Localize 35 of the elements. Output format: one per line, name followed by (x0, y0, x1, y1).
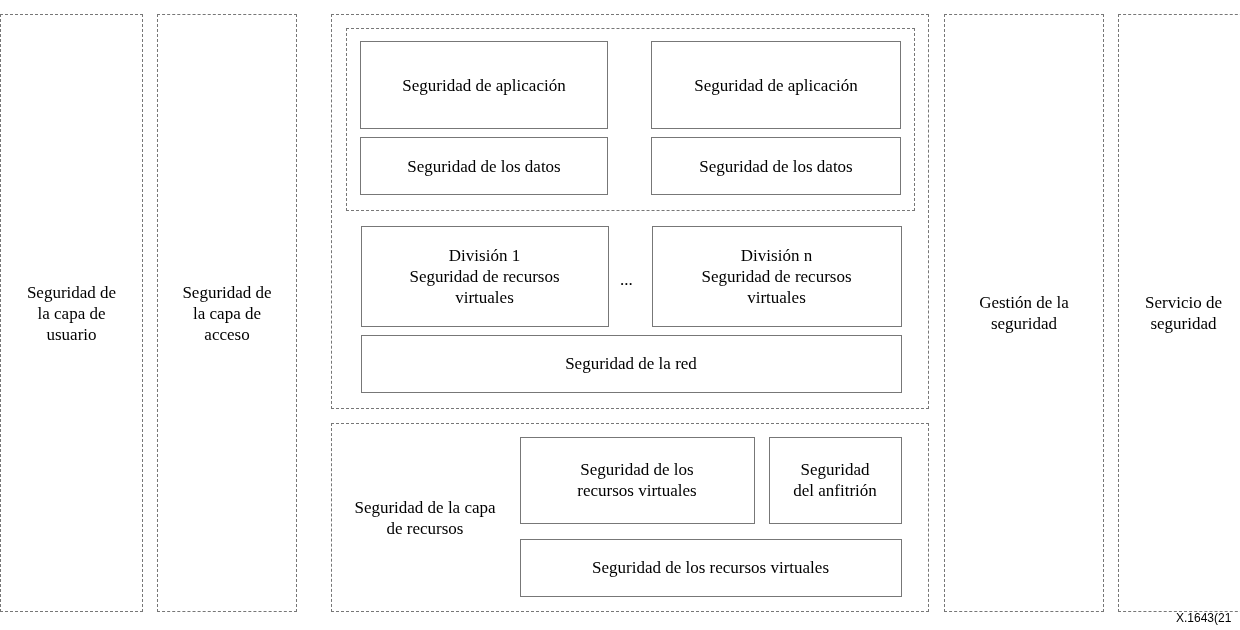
security-box (651, 137, 901, 195)
box-label: Seguridad de los datos (407, 155, 561, 177)
box-label: Seguridad de recursos virtuales (700, 265, 853, 308)
security-box (360, 137, 608, 195)
layer-column (157, 14, 297, 612)
box-label: Seguridad de los recursos virtuales (576, 459, 698, 501)
security-box (768, 436, 902, 524)
box-label: Seguridad de la red (565, 353, 697, 374)
security-box (360, 41, 608, 129)
box-label: Seguridad de los datos (699, 155, 853, 177)
box-label: Seguridad del anfitrión (792, 459, 878, 501)
security-box (519, 436, 755, 524)
group-frame (331, 14, 929, 409)
box-label: Seguridad de recursos virtuales (408, 265, 561, 308)
security-box (519, 538, 902, 597)
box-label: Gestión de la seguridad (978, 292, 1070, 334)
security-box (360, 334, 902, 393)
layer-column (1118, 14, 1240, 612)
box-heading: División n (740, 244, 813, 266)
box-label: Seguridad de los recursos virtuales (592, 557, 829, 578)
box-label: Seguridad de la capa de recursos (353, 496, 497, 539)
box-label: Seguridad de aplicación (694, 74, 858, 96)
security-box (360, 225, 609, 327)
ellipsis-label: ... (620, 270, 633, 290)
box-heading: División 1 (448, 244, 521, 266)
box-label: Seguridad de la capa de usuario (25, 281, 118, 345)
box-label: Servicio de seguridad (1144, 292, 1223, 334)
box-label: Seguridad de la capa de acceso (181, 281, 273, 345)
layer-frame (331, 423, 929, 612)
group-frame (345, 27, 915, 211)
layer-column (0, 14, 143, 612)
layer-column (944, 14, 1104, 612)
security-box (651, 41, 901, 129)
box-label: Seguridad de aplicación (402, 74, 566, 96)
security-box (651, 225, 902, 327)
